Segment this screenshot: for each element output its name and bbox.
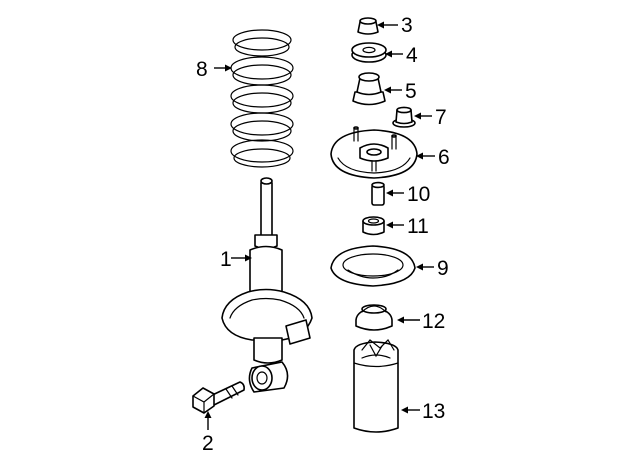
spacer-tube [371, 181, 385, 206]
dust-boot [353, 339, 399, 433]
upper-strut-mount [330, 126, 418, 179]
callout-label: 6 [438, 146, 450, 169]
callout-label: 7 [435, 106, 447, 129]
callout-label: 11 [407, 215, 429, 238]
coil-spring [230, 29, 294, 168]
callout-12: 12 [397, 310, 445, 333]
callout-5: 5 [384, 80, 417, 103]
callout-9: 9 [416, 257, 449, 280]
callout-6: 6 [416, 146, 450, 169]
mounting-bolt [192, 381, 245, 414]
callout-3: 3 [377, 14, 413, 37]
callout-13: 13 [401, 400, 445, 423]
top-cap [357, 17, 379, 35]
callout-label: 12 [422, 310, 445, 333]
spring-insulator [330, 245, 416, 287]
callout-label: 10 [407, 183, 430, 206]
callout-label: 9 [437, 257, 449, 280]
callout-4: 4 [385, 44, 418, 67]
callout-10: 10 [386, 183, 430, 206]
flange-nut [392, 106, 416, 128]
callout-label: 2 [202, 432, 214, 455]
rod-bushing [362, 216, 385, 236]
callout-7: 7 [414, 106, 447, 129]
callout-label: 3 [401, 14, 413, 37]
callout-1: 1 [220, 248, 252, 271]
callout-11: 11 [386, 215, 429, 238]
callout-label: 5 [405, 80, 417, 103]
strut-assembly [221, 177, 313, 393]
callout-label: 13 [422, 400, 445, 423]
upper-washer [351, 42, 387, 63]
callout-label: 1 [220, 248, 232, 271]
callout-label: 8 [196, 58, 208, 81]
callout-2: 2 [202, 411, 214, 455]
mount-bushing [352, 72, 386, 106]
callout-label: 4 [406, 44, 418, 67]
callout-8: 8 [196, 58, 232, 81]
bump-stop-seat [355, 304, 393, 331]
